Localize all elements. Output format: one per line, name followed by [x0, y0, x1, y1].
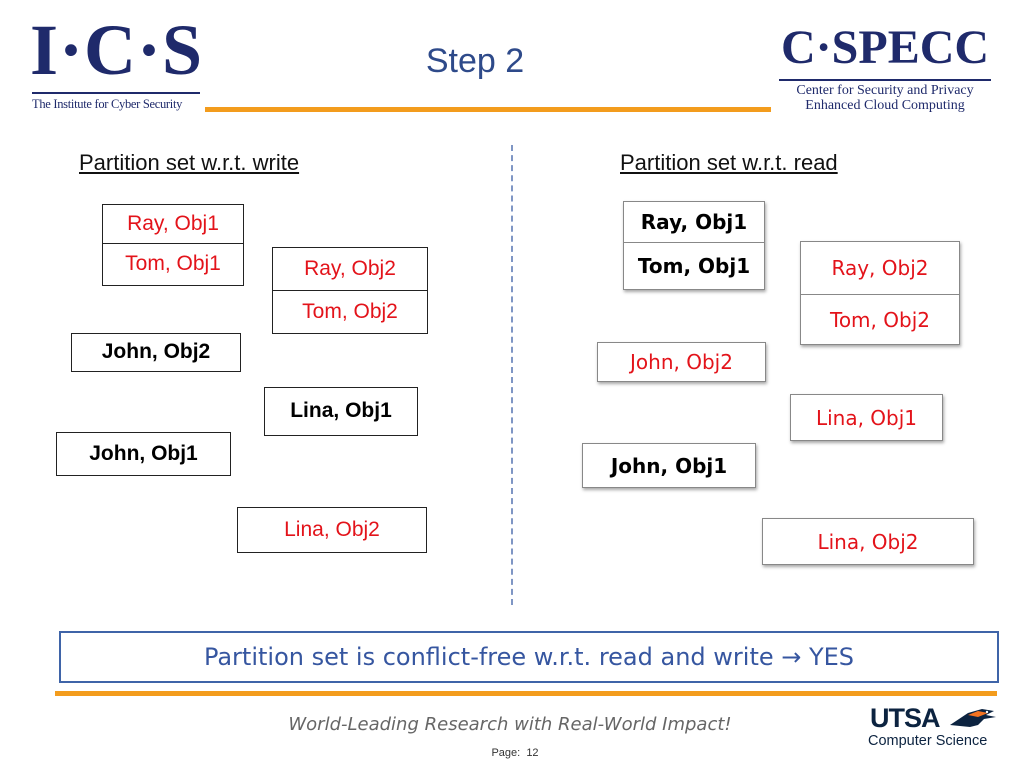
write-box-ray-tom-obj1: Ray, Obj1 Tom, Obj1: [102, 204, 244, 286]
page-indicator: Page: 12: [460, 746, 570, 760]
write-partition-heading: Partition set w.r.t. write: [79, 150, 300, 175]
ics-logo-rule: [32, 92, 200, 94]
cspecc-logo-line2: Enhanced Cloud Computing: [805, 98, 965, 113]
utsa-logo-subtitle: Computer Science: [868, 733, 988, 749]
write-box-lina-obj2: Lina, Obj2: [237, 507, 427, 553]
footer-tagline: World-Leading Research with Real-World I…: [288, 714, 732, 735]
read-cell-tom-obj1: Tom, Obj1: [624, 242, 764, 289]
read-cell-tom-obj2: Tom, Obj2: [801, 294, 959, 344]
page-number: 12: [526, 747, 539, 759]
read-cell-ray-obj1: Ray, Obj1: [640, 210, 748, 234]
read-partition-heading: Partition set w.r.t. read: [620, 150, 838, 175]
page-label: Page:: [491, 747, 521, 759]
write-cell-ray-obj1: Ray, Obj1: [127, 212, 219, 235]
read-cell-john-obj1: John, Obj1: [610, 453, 728, 478]
read-box-john-obj2: John, Obj2: [597, 342, 766, 382]
cspecc-logo-rule: [779, 79, 991, 81]
utsa-logo: UTSA Computer Science: [866, 703, 1006, 753]
write-box-lina-obj1: Lina, Obj1: [264, 387, 418, 436]
write-cell-lina-obj2: Lina, Obj2: [284, 517, 380, 541]
write-box-john-obj2: John, Obj2: [71, 333, 241, 372]
slide-title: Step 2: [425, 42, 525, 80]
utsa-logo-mark: UTSA: [870, 703, 941, 733]
write-cell-lina-obj1: Lina, Obj1: [290, 399, 392, 422]
write-cell-john-obj2: John, Obj2: [101, 340, 211, 363]
title-underline-bar: [205, 107, 771, 112]
write-box-ray-tom-obj2: Ray, Obj2 Tom, Obj2: [272, 247, 428, 334]
cspecc-logo: C·SPECC Center for Security and Privacy …: [775, 18, 1000, 118]
read-box-lina-obj1: Lina, Obj1: [790, 394, 943, 441]
ics-logo: I·C·S The Institute for Cyber Security: [30, 14, 205, 114]
read-cell-ray-obj2: Ray, Obj2: [831, 256, 929, 280]
write-cell-tom-obj1: Tom, Obj1: [103, 243, 243, 284]
cspecc-logo-mark: C·SPECC: [781, 21, 990, 74]
read-box-ray-tom-obj2: Ray, Obj2 Tom, Obj2: [800, 241, 960, 345]
read-box-lina-obj2: Lina, Obj2: [762, 518, 974, 565]
write-cell-ray-obj2: Ray, Obj2: [304, 257, 396, 280]
ics-logo-mark: I·C·S: [30, 10, 204, 90]
write-box-john-obj1: John, Obj1: [56, 432, 231, 476]
column-divider: [511, 145, 513, 605]
roadrunner-icon: [950, 709, 996, 727]
footer-accent-bar: [55, 691, 997, 696]
write-cell-john-obj1: John, Obj1: [89, 441, 198, 465]
read-cell-john-obj2: John, Obj2: [630, 350, 733, 374]
read-cell-lina-obj1: Lina, Obj1: [815, 405, 918, 430]
cspecc-logo-line1: Center for Security and Privacy: [796, 83, 974, 98]
read-box-john-obj1: John, Obj1: [582, 443, 756, 488]
ics-logo-subtitle: The Institute for Cyber Security: [32, 97, 183, 111]
conclusion-callout: Partition set is conflict-free w.r.t. re…: [59, 631, 999, 683]
read-box-ray-tom-obj1: Ray, Obj1 Tom, Obj1: [623, 201, 765, 290]
write-cell-tom-obj2: Tom, Obj2: [273, 290, 427, 332]
read-cell-lina-obj2: Lina, Obj2: [817, 529, 919, 554]
